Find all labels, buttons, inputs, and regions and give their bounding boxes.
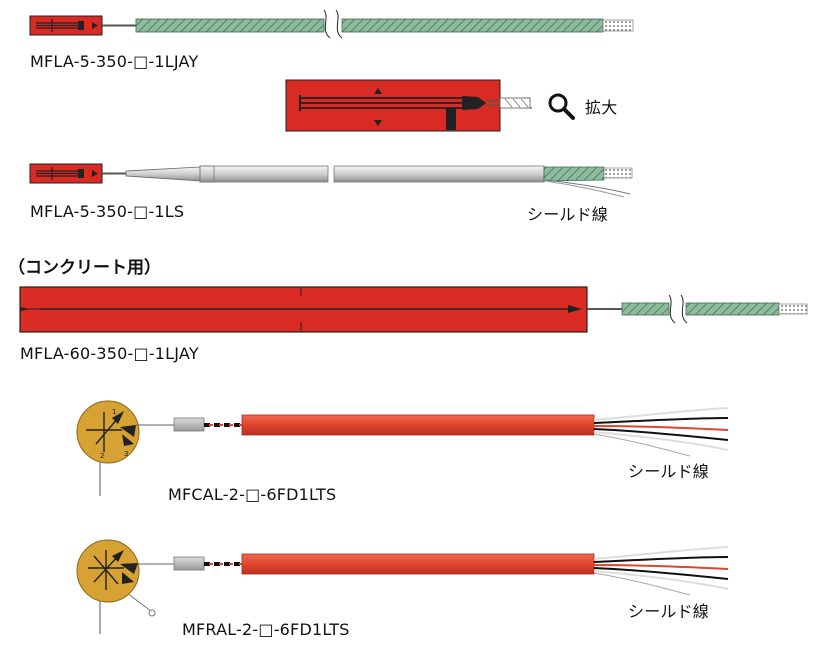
gauge-2: [29, 163, 633, 198]
gauge-3: [19, 286, 808, 333]
magnifier-icon: [548, 93, 575, 120]
model-label-4: MFCAL-2-□-6FD1LTS: [168, 485, 337, 504]
shield-wire-label-1: シールド線: [527, 205, 609, 224]
gauge-1: [29, 9, 634, 39]
rosette-number-3: 3: [124, 450, 128, 458]
rosette-cable-1: 1 2 3: [76, 400, 729, 496]
shield-wire-label-2: シールド線: [628, 462, 710, 481]
model-label-2: MFLA-5-350-□-1LS: [30, 202, 185, 221]
model-label-1: MFLA-5-350-□-1LJAY: [30, 52, 199, 71]
rosette-number-1: 1: [112, 408, 116, 416]
gauge-zoom: [285, 79, 533, 132]
zoom-label: 拡大: [585, 98, 618, 117]
shield-wire-label-3: シールド線: [628, 602, 710, 621]
model-label-5: MFRAL-2-□-6FD1LTS: [182, 620, 350, 639]
section-heading: （コンクリート用）: [8, 258, 161, 278]
model-label-3: MFLA-60-350-□-1LJAY: [20, 344, 199, 363]
rosette-number-2: 2: [100, 452, 104, 460]
rosette-cable-2: [76, 539, 729, 634]
